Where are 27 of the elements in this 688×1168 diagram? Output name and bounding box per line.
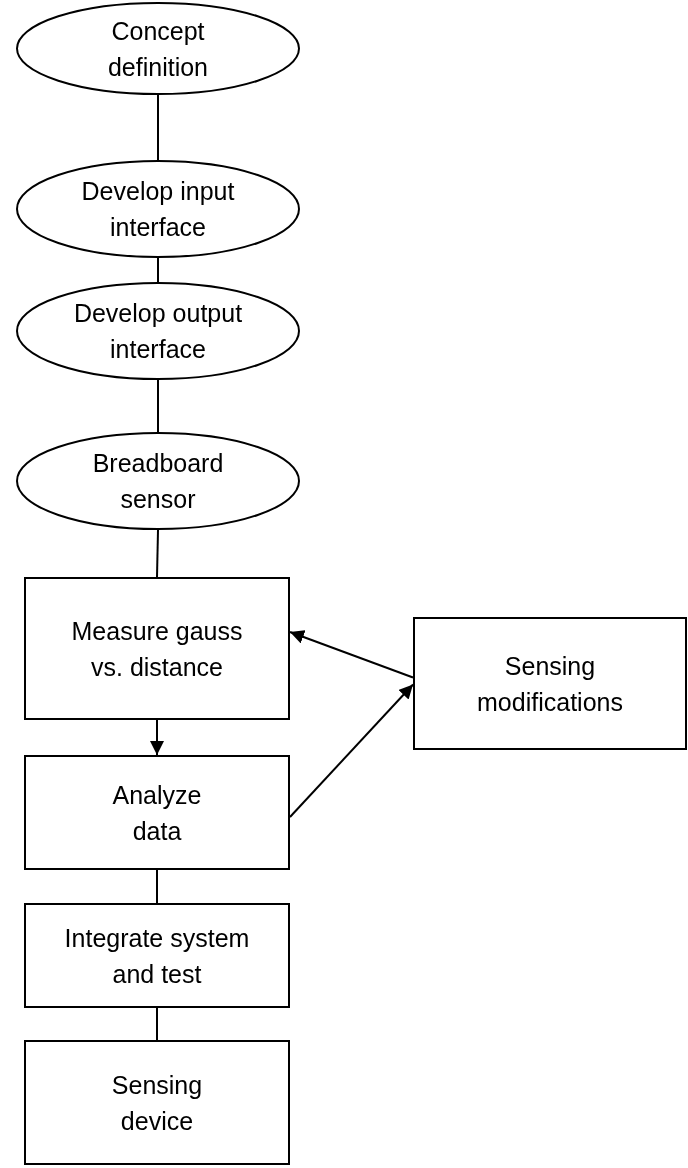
node-label: Measure gauss vs. distance — [70, 615, 244, 683]
arrow — [150, 719, 164, 756]
node-label: Develop output interface — [72, 298, 244, 365]
node-label: Sensing device — [110, 1069, 204, 1137]
node-label: Breadboard sensor — [91, 448, 225, 515]
process-box — [24, 903, 290, 1008]
node-label: Analyze data — [111, 779, 203, 847]
arrow — [289, 683, 414, 818]
process-box — [413, 617, 687, 750]
arrow — [289, 630, 414, 679]
process-ellipse — [16, 2, 300, 95]
connector-line — [156, 1007, 158, 1041]
process-ellipse — [16, 432, 300, 530]
process-box — [24, 1040, 290, 1165]
connector-line — [156, 869, 158, 904]
node-label: Sensing modifications — [476, 650, 624, 718]
process-box — [24, 755, 290, 870]
connector-line — [157, 94, 159, 161]
process-ellipse — [16, 282, 300, 380]
node-label: Concept definition — [106, 15, 210, 83]
process-box — [24, 577, 290, 720]
connector-line — [157, 379, 159, 433]
process-ellipse — [16, 160, 300, 258]
connector-line — [156, 529, 159, 578]
connector-line — [157, 257, 159, 283]
node-label: Develop input interface — [80, 176, 236, 243]
node-label: Integrate system and test — [63, 922, 251, 990]
